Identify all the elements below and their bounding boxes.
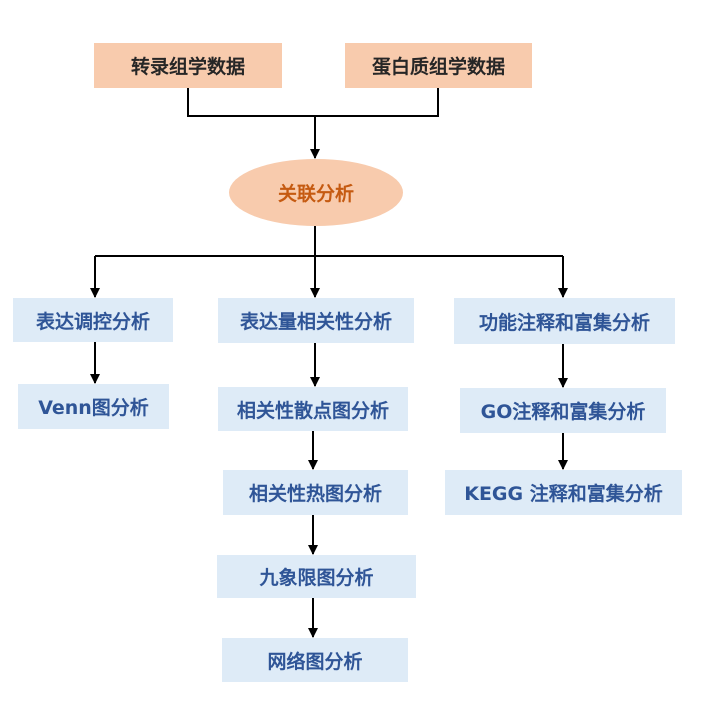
transcriptome-data-box: 转录组学数据: [94, 43, 282, 88]
expression-regulation-box: 表达调控分析: [13, 298, 173, 342]
venn-analysis-box: Venn图分析: [18, 384, 169, 429]
heatmap-analysis-box: 相关性热图分析: [223, 470, 408, 515]
expression-correlation-box: 表达量相关性分析: [218, 298, 414, 343]
proteome-data-box: 蛋白质组学数据: [345, 43, 532, 88]
nine-quadrant-analysis-box: 九象限图分析: [217, 555, 416, 598]
functional-annotation-box: 功能注释和富集分析: [454, 298, 675, 344]
scatter-analysis-box: 相关性散点图分析: [218, 387, 408, 431]
kegg-enrichment-box: KEGG 注释和富集分析: [445, 470, 682, 515]
merge-connector: [187, 88, 439, 117]
go-enrichment-box: GO注释和富集分析: [460, 388, 666, 433]
correlation-analysis-hub: 关联分析: [229, 159, 403, 226]
network-analysis-box: 网络图分析: [222, 638, 408, 682]
